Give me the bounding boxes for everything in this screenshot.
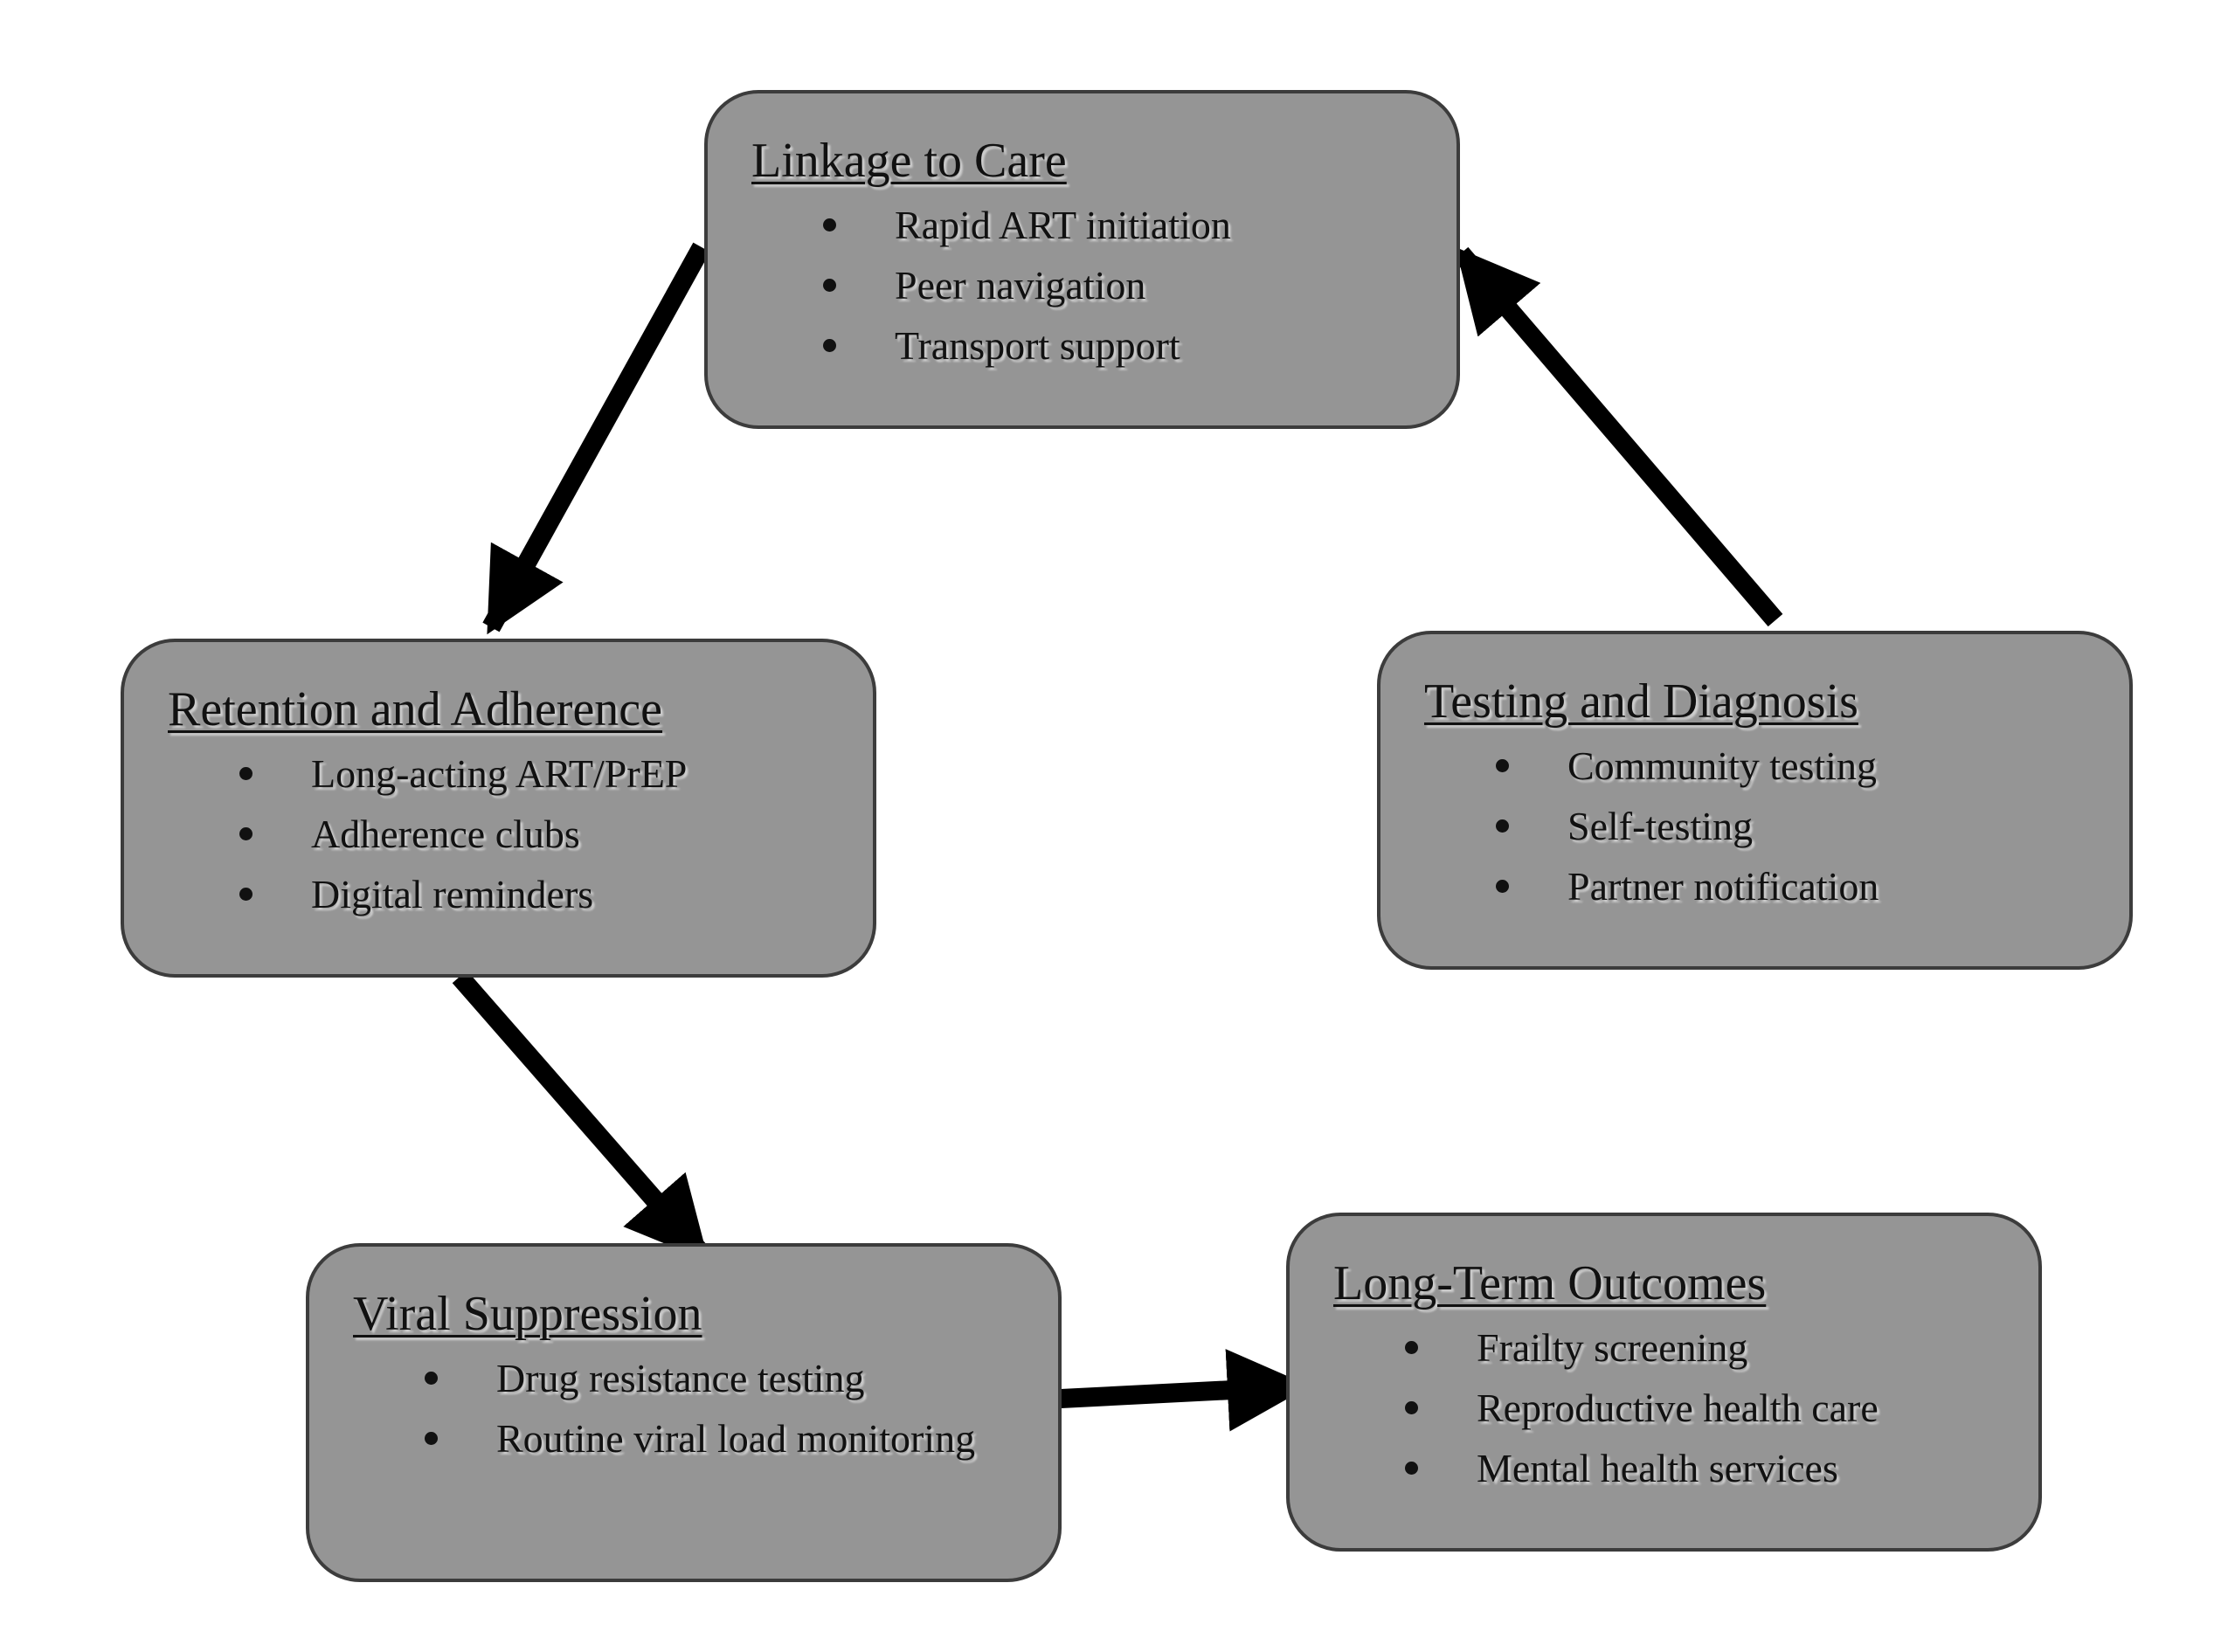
list-item: Reproductive health care [1405, 1378, 2038, 1438]
bullet-icon [1496, 819, 1509, 833]
list-item-label: Community testing [1567, 743, 1877, 788]
list-item-label: Frailty screening [1477, 1325, 1748, 1370]
bullet-icon [1496, 759, 1509, 772]
node-linkage-to-care: Linkage to Care Rapid ART initiation Pee… [704, 90, 1460, 429]
list-item-label: Digital reminders [311, 872, 594, 916]
list-item: Drug resistance testing [425, 1348, 1058, 1408]
list-item-label: Routine viral load monitoring [496, 1416, 976, 1461]
arrow-retention-to-viral [452, 970, 711, 1262]
list-item: Peer navigation [823, 255, 1457, 315]
list-item-label: Drug resistance testing [496, 1356, 865, 1400]
node-title: Retention and Adherence [168, 682, 663, 736]
node-long-term-outcomes: Long-Term Outcomes Frailty screening Rep… [1286, 1213, 2042, 1552]
list-item: Rapid ART initiation [823, 195, 1457, 255]
bullet-icon [1496, 880, 1509, 893]
node-item-list: Drug resistance testing Routine viral lo… [353, 1348, 1058, 1469]
list-item-label: Long-acting ART/PrEP [311, 751, 688, 796]
list-item-label: Adherence clubs [311, 812, 580, 856]
bullet-icon [425, 1432, 438, 1445]
arrow-viral-to-longterm [1060, 1349, 1311, 1432]
bullet-icon [239, 888, 253, 901]
list-item: Self-testing [1496, 796, 2129, 856]
list-item-label: Partner notification [1567, 864, 1879, 909]
node-testing-and-diagnosis: Testing and Diagnosis Community testing … [1377, 631, 2133, 970]
node-title: Testing and Diagnosis [1424, 674, 1858, 729]
list-item-label: Transport support [895, 323, 1180, 368]
node-item-list: Long-acting ART/PrEP Adherence clubs Dig… [168, 743, 873, 924]
node-item-list: Rapid ART initiation Peer navigation Tra… [751, 195, 1457, 376]
list-item-label: Peer navigation [895, 263, 1146, 308]
node-title: Viral Suppression [353, 1287, 702, 1341]
bullet-icon [425, 1372, 438, 1385]
list-item-label: Mental health services [1477, 1446, 1838, 1490]
bullet-icon [239, 767, 253, 780]
bullet-icon [239, 827, 253, 840]
list-item: Adherence clubs [239, 804, 873, 864]
node-retention-and-adherence: Retention and Adherence Long-acting ART/… [121, 639, 876, 978]
node-title: Long-Term Outcomes [1333, 1256, 1767, 1310]
bullet-icon [1405, 1462, 1418, 1475]
node-viral-suppression: Viral Suppression Drug resistance testin… [306, 1243, 1062, 1582]
bullet-icon [823, 218, 836, 232]
arrow-linkage-to-retention [482, 242, 710, 635]
list-item: Transport support [823, 315, 1457, 376]
arrow-testing-to-linkage [1453, 246, 1783, 627]
list-item: Digital reminders [239, 864, 873, 924]
list-item: Community testing [1496, 736, 2129, 796]
node-title: Linkage to Care [751, 134, 1067, 188]
bullet-icon [823, 339, 836, 352]
bullet-icon [823, 279, 836, 292]
list-item-label: Self-testing [1567, 804, 1754, 848]
list-item: Partner notification [1496, 856, 2129, 916]
list-item: Routine viral load monitoring [425, 1408, 1058, 1469]
bullet-icon [1405, 1341, 1418, 1354]
bullet-icon [1405, 1401, 1418, 1414]
list-item: Long-acting ART/PrEP [239, 743, 873, 804]
list-item: Mental health services [1405, 1438, 2038, 1498]
node-item-list: Frailty screening Reproductive health ca… [1333, 1317, 2038, 1498]
list-item-label: Reproductive health care [1477, 1386, 1879, 1430]
list-item: Frailty screening [1405, 1317, 2038, 1378]
node-item-list: Community testing Self-testing Partner n… [1424, 736, 2129, 916]
list-item-label: Rapid ART initiation [895, 203, 1231, 247]
